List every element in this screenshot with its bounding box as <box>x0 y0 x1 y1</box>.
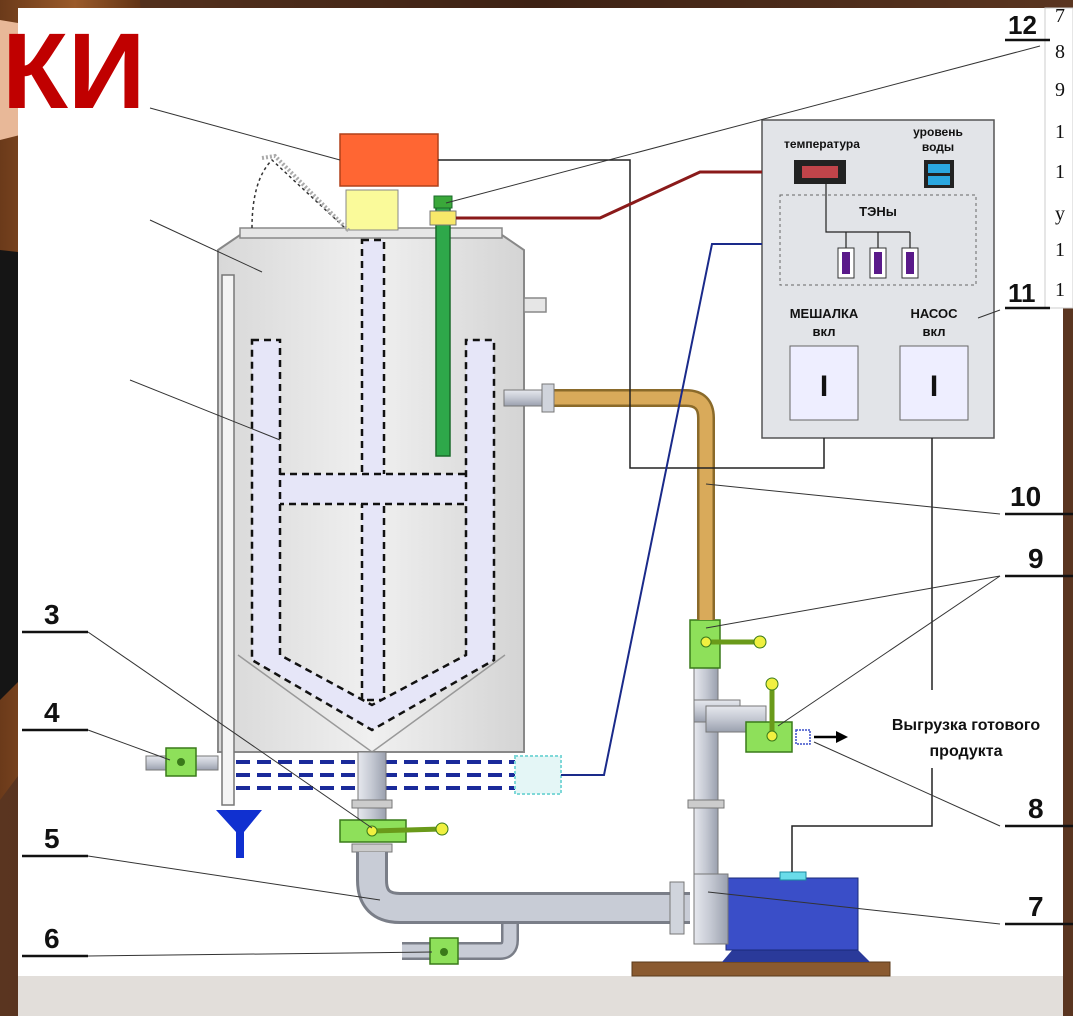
callout-4: 4 <box>44 697 60 728</box>
callout-underlines <box>22 38 1073 958</box>
jacket-outlet <box>514 755 562 795</box>
valve-9-side <box>745 677 848 753</box>
bottom-outlet <box>357 751 387 823</box>
pump-label: НАСОС <box>910 306 958 321</box>
hatch-arc <box>251 158 346 229</box>
recirculation-pipe-10 <box>503 383 715 620</box>
valve-9-upper <box>689 619 767 669</box>
pump-switch-glyph: I <box>930 370 938 403</box>
callout-11: 11 <box>1008 278 1036 308</box>
valve-4 <box>145 747 219 777</box>
legend-fragment: 8 <box>1055 41 1065 63</box>
temperature-label: температура <box>784 137 860 151</box>
main-pipe-5 <box>359 852 690 921</box>
output-label-2: продукта <box>930 743 1003 760</box>
callout-6: 6 <box>44 923 60 954</box>
water-level-indicator-top <box>928 164 950 173</box>
valve-3 <box>339 819 449 843</box>
callout-8: 8 <box>1028 793 1044 824</box>
control-panel-11 <box>761 119 995 439</box>
pump-7 <box>631 871 891 977</box>
water-level-label-1: уровень <box>913 125 963 139</box>
callout-9: 9 <box>1028 543 1044 574</box>
heater-indicators <box>837 247 919 279</box>
mixer-motor <box>339 133 439 231</box>
legend-fragment: 1 <box>1055 239 1065 261</box>
mixer-switch-glyph: I <box>820 370 828 403</box>
pump-state: вкл <box>923 324 946 339</box>
water-level-label-2: воды <box>922 140 954 154</box>
callout-7: 7 <box>1028 891 1044 922</box>
mixer-switch[interactable] <box>789 345 859 421</box>
drain-funnel <box>216 810 262 858</box>
legend-fragments: 7 8 9 1 1 у 1 1 <box>1055 5 1065 301</box>
legend-fragment: 1 <box>1055 161 1065 183</box>
pipe-6 <box>402 924 517 958</box>
legend-card <box>1044 7 1073 309</box>
callout-3: 3 <box>44 599 60 630</box>
legend-fragment: у <box>1055 203 1065 225</box>
callout-12: 12 <box>1008 10 1037 40</box>
callout-5: 5 <box>44 823 60 854</box>
legend-fragment: 7 <box>1055 5 1065 27</box>
callout-10: 10 <box>1010 481 1041 512</box>
water-level-indicator-bottom <box>928 176 950 185</box>
leader-lines <box>87 45 1041 957</box>
riser-pipe <box>693 629 719 891</box>
valve-6 <box>429 937 459 965</box>
wiring <box>438 159 933 872</box>
heaters-label: ТЭНы <box>859 204 897 219</box>
output-label-1: Выгрузка готового <box>892 717 1041 734</box>
temperature-display <box>802 166 838 178</box>
legend-fragment: 1 <box>1055 121 1065 143</box>
pump-switch[interactable] <box>899 345 969 421</box>
mixer-state: вкл <box>813 324 836 339</box>
agitator <box>250 238 496 732</box>
mixer-label: МЕШАЛКА <box>790 306 859 321</box>
legend-fragment: 1 <box>1055 279 1065 301</box>
title-fragment: КИ <box>2 10 146 131</box>
legend-fragment: 9 <box>1055 79 1065 101</box>
temperature-sensor <box>429 195 457 457</box>
